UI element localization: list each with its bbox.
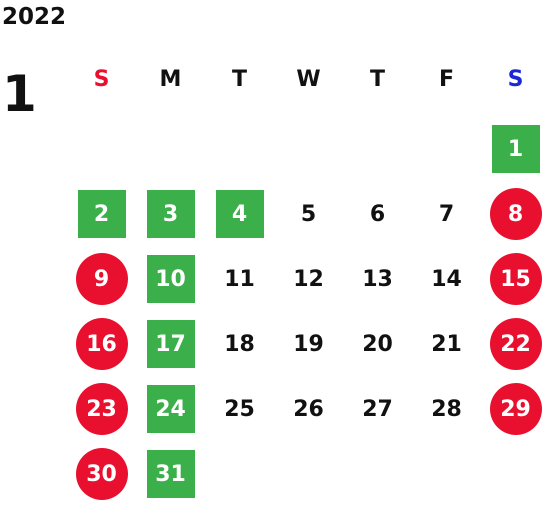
day-cell[interactable]: 15 [481, 253, 548, 318]
day-cell[interactable]: 21 [412, 318, 481, 383]
empty-day-cell [205, 123, 274, 188]
day-cell[interactable]: 10 [136, 253, 205, 318]
day-number-22[interactable]: 22 [489, 318, 542, 370]
day-cell[interactable]: 11 [205, 253, 274, 318]
day-number-8[interactable]: 8 [489, 188, 542, 240]
year-label: 2022 [2, 4, 67, 30]
day-cell[interactable]: 27 [343, 383, 412, 448]
day-cell[interactable]: 28 [412, 383, 481, 448]
weekday-tuesday: T [231, 67, 247, 92]
weekday-wednesday: W [296, 67, 321, 92]
day-number-20[interactable]: 20 [362, 331, 393, 357]
day-cell[interactable]: 12 [274, 253, 343, 318]
day-cell[interactable]: 20 [343, 318, 412, 383]
day-cell[interactable]: 13 [343, 253, 412, 318]
empty-day-cell [274, 123, 343, 188]
day-number-24[interactable]: 24 [146, 385, 195, 433]
day-cell[interactable]: 2 [67, 188, 136, 253]
day-cell[interactable]: 4 [205, 188, 274, 253]
day-number-27[interactable]: 27 [362, 396, 393, 422]
day-number-6[interactable]: 6 [369, 201, 386, 227]
day-cell[interactable]: 25 [205, 383, 274, 448]
day-number-11[interactable]: 11 [224, 266, 255, 292]
day-number-1[interactable]: 1 [491, 125, 540, 173]
day-cell[interactable]: 31 [136, 448, 205, 513]
day-cell[interactable]: 22 [481, 318, 548, 383]
day-cell[interactable]: 6 [343, 188, 412, 253]
day-number-31[interactable]: 31 [146, 450, 195, 498]
day-number-5[interactable]: 5 [300, 201, 317, 227]
day-number-7[interactable]: 7 [438, 201, 455, 227]
day-number-15[interactable]: 15 [489, 253, 542, 305]
day-number-25[interactable]: 25 [224, 396, 255, 422]
day-cell[interactable]: 5 [274, 188, 343, 253]
day-number-4[interactable]: 4 [215, 190, 264, 238]
day-number-9[interactable]: 9 [75, 253, 128, 305]
day-cell[interactable]: 8 [481, 188, 548, 253]
empty-day-cell [67, 123, 136, 188]
empty-day-cell [412, 123, 481, 188]
empty-day-cell [136, 123, 205, 188]
day-cell[interactable]: 24 [136, 383, 205, 448]
weekday-friday: F [438, 67, 455, 92]
day-cell[interactable]: 7 [412, 188, 481, 253]
day-number-10[interactable]: 10 [146, 255, 195, 303]
empty-day-cell [343, 123, 412, 188]
weekday-thursday: T [369, 67, 385, 92]
day-number-17[interactable]: 17 [146, 320, 195, 368]
day-number-21[interactable]: 21 [431, 331, 462, 357]
day-cell[interactable]: 29 [481, 383, 548, 448]
day-number-2[interactable]: 2 [77, 190, 126, 238]
day-number-28[interactable]: 28 [431, 396, 462, 422]
day-number-30[interactable]: 30 [75, 448, 128, 500]
day-number-29[interactable]: 29 [489, 383, 542, 435]
day-number-14[interactable]: 14 [431, 266, 462, 292]
day-cell[interactable]: 26 [274, 383, 343, 448]
day-number-3[interactable]: 3 [146, 190, 195, 238]
day-number-23[interactable]: 23 [75, 383, 128, 435]
weekday-saturday: S [507, 67, 524, 92]
day-number-13[interactable]: 13 [362, 266, 393, 292]
day-cell[interactable]: 1 [481, 123, 548, 188]
day-cell[interactable]: 3 [136, 188, 205, 253]
weekday-monday: M [159, 67, 182, 92]
day-number-18[interactable]: 18 [224, 331, 255, 357]
day-cell[interactable]: 14 [412, 253, 481, 318]
day-cell[interactable]: 30 [67, 448, 136, 513]
day-number-19[interactable]: 19 [293, 331, 324, 357]
day-cell[interactable]: 17 [136, 318, 205, 383]
day-cell[interactable]: 18 [205, 318, 274, 383]
weekday-header-row: S M T W T F S [67, 62, 548, 98]
weekday-sunday: S [93, 67, 110, 92]
day-cell[interactable]: 19 [274, 318, 343, 383]
day-number-12[interactable]: 12 [293, 266, 324, 292]
day-cell[interactable]: 23 [67, 383, 136, 448]
month-number: 1 [2, 65, 37, 123]
day-number-16[interactable]: 16 [75, 318, 128, 370]
day-cell[interactable]: 9 [67, 253, 136, 318]
day-cell[interactable]: 16 [67, 318, 136, 383]
day-number-26[interactable]: 26 [293, 396, 324, 422]
